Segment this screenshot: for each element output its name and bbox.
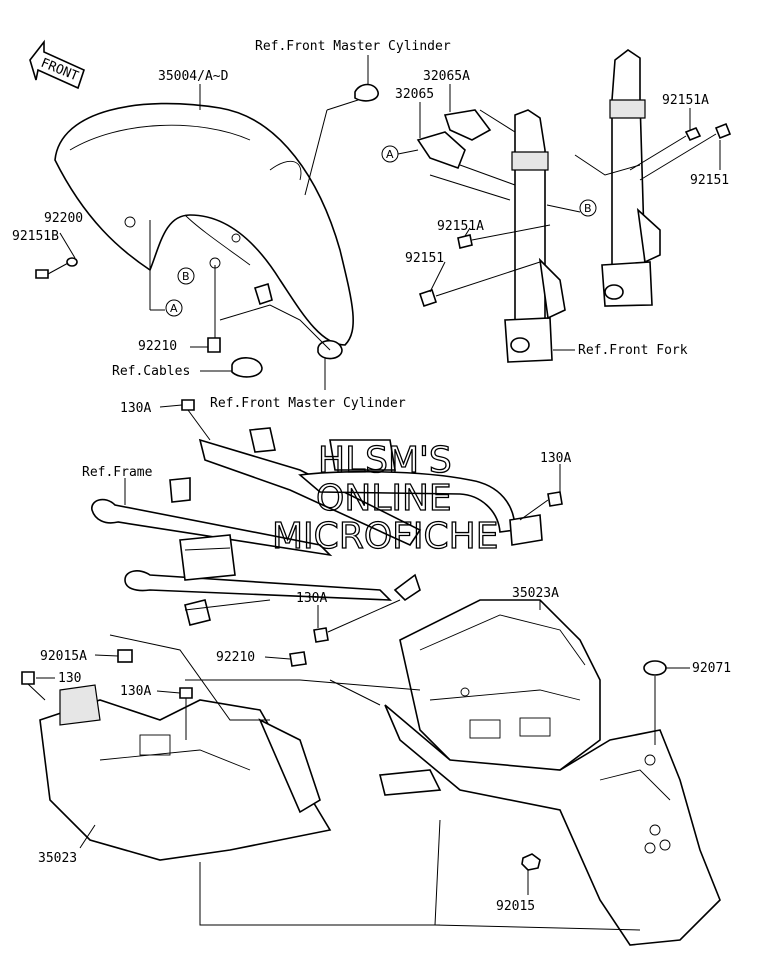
bolt-92151A-mid <box>457 224 551 249</box>
bracket-32065A <box>443 109 492 141</box>
label-ref-front-master-cylinder-bottom: Ref.Front Master Cylinder <box>210 396 406 411</box>
label-92015A: 92015A <box>40 649 87 664</box>
bolt-92151A-top <box>629 126 702 171</box>
callout-b-2-text: B <box>584 202 592 215</box>
bolt-92151B <box>35 261 71 279</box>
rear-fender <box>378 704 721 946</box>
bracket-32065 <box>416 131 466 170</box>
callout-b-1: B <box>177 267 195 285</box>
bolt-130A-mid <box>313 599 401 643</box>
bolt-130A-top <box>181 399 211 441</box>
label-ref-cables: Ref.Cables <box>112 364 190 379</box>
bolt-92151-mid <box>418 261 541 308</box>
leader-lines <box>36 55 721 931</box>
front-fork <box>504 49 661 363</box>
watermark-line-3: MICROFICHE <box>272 516 498 557</box>
washer-92200 <box>66 257 78 267</box>
label-92071: 92071 <box>692 661 731 676</box>
label-130A-mid: 130A <box>296 591 327 606</box>
clamp-92210-mid <box>289 651 307 667</box>
label-ref-frame: Ref.Frame <box>82 465 153 480</box>
nut-92015 <box>521 853 541 871</box>
bolt-130A-low <box>179 687 193 740</box>
callout-a-1-text: A <box>386 148 394 161</box>
watermark: HLSM'S ONLINE MICROFICHE <box>271 439 499 557</box>
clamp-92210 <box>207 337 221 353</box>
collar-92015A <box>117 649 133 663</box>
label-92151A-top: 92151A <box>662 93 709 108</box>
bolt-130A-right <box>519 491 563 521</box>
label-130A-right: 130A <box>540 451 571 466</box>
bolt-130 <box>21 671 46 701</box>
front-arrow-icon: FRONT <box>29 39 85 90</box>
label-92151B: 92151B <box>12 229 59 244</box>
label-92015: 92015 <box>496 899 535 914</box>
rear-under-fender-35023 <box>39 684 332 861</box>
callout-b-1-text: B <box>182 270 190 283</box>
label-92151A-mid: 92151A <box>437 219 484 234</box>
watermark-line-1: HLSM'S <box>318 440 452 481</box>
label-35023A: 35023A <box>512 586 559 601</box>
label-92210-mid: 92210 <box>216 650 255 665</box>
callout-a-2: A <box>165 299 183 317</box>
label-92151-top: 92151 <box>690 173 729 188</box>
label-35023: 35023 <box>38 851 77 866</box>
label-130A-low: 130A <box>120 684 151 699</box>
bolt-92151-top <box>639 122 732 181</box>
label-92151-mid: 92151 <box>405 251 444 266</box>
label-ref-front-fork: Ref.Front Fork <box>578 343 688 358</box>
front-fender <box>54 102 354 346</box>
watermark-line-2: ONLINE <box>316 478 452 519</box>
cable-guide <box>231 83 379 378</box>
callout-a-1: A <box>381 145 399 163</box>
callout-b-2: B <box>579 199 597 217</box>
grommet-92071 <box>643 660 667 676</box>
label-32065A: 32065A <box>423 69 470 84</box>
label-92200: 92200 <box>44 211 83 226</box>
label-130A-top: 130A <box>120 401 151 416</box>
label-130: 130 <box>58 671 81 686</box>
label-92210-top: 92210 <box>138 339 177 354</box>
label-32065: 32065 <box>395 87 434 102</box>
frame <box>91 427 543 626</box>
label-ref-front-master-cylinder-top: Ref.Front Master Cylinder <box>255 39 451 54</box>
callout-a-2-text: A <box>170 302 178 315</box>
label-35004: 35004/A~D <box>158 69 229 84</box>
